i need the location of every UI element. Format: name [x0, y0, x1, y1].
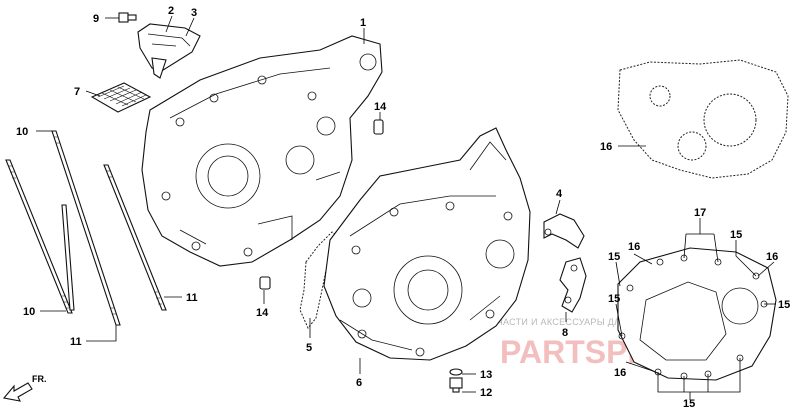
- callouts: 9 2 3 7 1 14 10 10 11 11 14 5 6 13 12 4 …: [16, 5, 790, 410]
- callout-14-upper: 14: [374, 101, 387, 113]
- callout-12: 12: [480, 387, 492, 399]
- part-6-crankcase-left: [323, 127, 531, 361]
- callout-16-upper: 16: [600, 141, 612, 153]
- callout-15-top: 15: [730, 229, 742, 241]
- cover-lower-right: [617, 247, 777, 381]
- callout-17: 17: [694, 207, 706, 219]
- callout-10-upper: 10: [16, 126, 28, 138]
- callout-11-lower: 11: [70, 336, 82, 348]
- callout-15-left-lower: 15: [608, 293, 620, 305]
- gasket-upper-right: [617, 59, 789, 179]
- parts-10-11-studs: [5, 130, 167, 326]
- part-7-oil-strainer: [90, 82, 152, 113]
- callout-14-lower: 14: [256, 307, 269, 319]
- front-direction-arrow: FR.: [2, 374, 47, 402]
- front-direction-label: FR.: [32, 374, 47, 384]
- part-14-dowel-upper: [373, 119, 384, 135]
- parts-12-13-drain-plug: [449, 368, 463, 393]
- part-4-bracket: [543, 213, 585, 249]
- watermark-caption: ЗАПЧАСТИ И АКСЕССУАРЫ ДЛЯ МОТОТЕХНИКИ: [478, 317, 702, 327]
- callout-15-left: 15: [608, 251, 620, 263]
- callout-13: 13: [480, 369, 492, 381]
- part-14-dowel-lower: [259, 276, 271, 290]
- part-2-3-bracket: [137, 23, 201, 79]
- leader-lines: [36, 15, 776, 400]
- callout-15-bottom: 15: [683, 398, 695, 410]
- part-5-gasket: [299, 231, 341, 329]
- callout-10-lower: 10: [23, 306, 35, 318]
- callout-16-lower: 16: [614, 367, 626, 379]
- callout-6: 6: [356, 377, 362, 389]
- callout-4: 4: [556, 188, 563, 200]
- callout-8: 8: [562, 327, 568, 339]
- part-1-crankcase-right: [141, 35, 383, 267]
- callout-9: 9: [93, 13, 99, 25]
- callout-3: 3: [191, 7, 197, 19]
- callout-15-right: 15: [778, 299, 790, 311]
- callout-16-right: 16: [766, 251, 778, 263]
- callout-7: 7: [74, 86, 80, 98]
- callout-5: 5: [306, 342, 312, 354]
- callout-1: 1: [360, 17, 366, 29]
- callout-2: 2: [168, 5, 174, 17]
- callout-16-mid: 16: [628, 241, 640, 253]
- callout-11-right: 11: [186, 292, 198, 304]
- part-9-bolt: [118, 12, 137, 23]
- part-8-bracket: [559, 257, 587, 313]
